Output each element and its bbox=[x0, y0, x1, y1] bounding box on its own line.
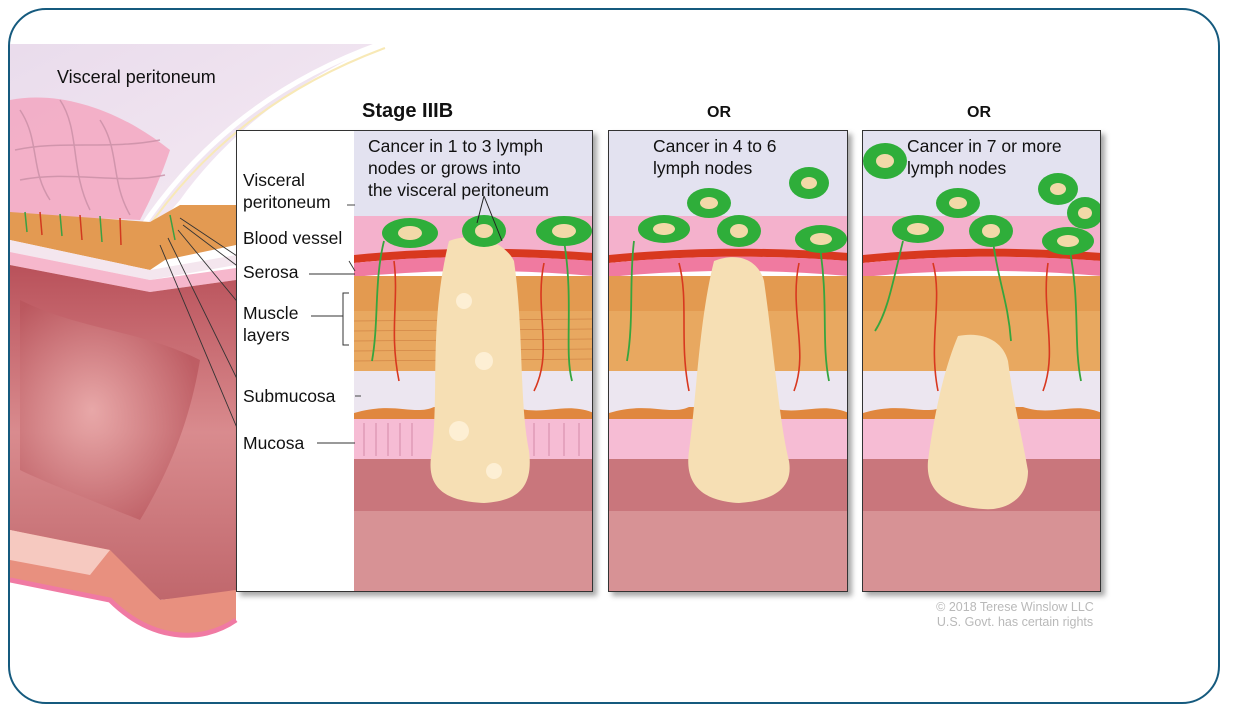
label-serosa: Serosa bbox=[243, 262, 299, 282]
panel-4-6-nodes: Cancer in 4 to 6 lymph nodes bbox=[608, 130, 848, 592]
lymph-nodes bbox=[382, 215, 592, 248]
label-line: Muscle bbox=[243, 303, 299, 323]
panel-1-caption: Cancer in 1 to 3 lymph nodes or grows in… bbox=[368, 135, 549, 201]
panel-1-caption-line: the visceral peritoneum bbox=[368, 180, 549, 200]
panel-7-or-more-nodes: Cancer in 7 or more lymph nodes bbox=[862, 130, 1101, 592]
copyright-credit: © 2018 Terese Winslow LLC U.S. Govt. has… bbox=[925, 600, 1105, 630]
panel-2-caption-line: Cancer in 4 to 6 bbox=[653, 136, 777, 156]
label-line: peritoneum bbox=[243, 192, 331, 212]
panel-3-caption-line: lymph nodes bbox=[907, 158, 1007, 178]
overview-label-visceral-peritoneum: Visceral peritoneum bbox=[57, 67, 216, 87]
label-visceral-peritoneum: Visceral peritoneum bbox=[243, 169, 331, 213]
lymph-nodes bbox=[863, 143, 1100, 255]
cross-section-illustration bbox=[309, 131, 592, 591]
credit-line-1: © 2018 Terese Winslow LLC bbox=[936, 600, 1094, 614]
label-line: Visceral bbox=[243, 170, 305, 190]
label-submucosa: Submucosa bbox=[243, 386, 336, 406]
panel-3-caption-line: Cancer in 7 or more bbox=[907, 136, 1062, 156]
label-blood-vessel: Blood vessel bbox=[243, 228, 343, 248]
panel-3-caption: Cancer in 7 or more lymph nodes bbox=[907, 135, 1062, 179]
panel-stage-iiib-1-3-nodes: Cancer in 1 to 3 lymph nodes or grows in… bbox=[236, 130, 593, 592]
panel-1-caption-line: nodes or grows into bbox=[368, 158, 521, 178]
credit-line-2: U.S. Govt. has certain rights bbox=[936, 615, 1094, 629]
panel-2-caption-line: lymph nodes bbox=[653, 158, 753, 178]
lymph-nodes bbox=[638, 167, 847, 253]
connector-or-2: OR bbox=[967, 104, 991, 121]
connector-or-1: OR bbox=[707, 104, 731, 121]
cross-section-illustration bbox=[863, 131, 1100, 591]
label-line: layers bbox=[243, 325, 290, 345]
stage-title: Stage IIIB bbox=[362, 100, 454, 122]
cross-section-illustration bbox=[609, 131, 847, 591]
label-muscle-layers: Muscle layers bbox=[243, 302, 298, 346]
label-mucosa: Mucosa bbox=[243, 433, 305, 453]
panel-2-caption: Cancer in 4 to 6 lymph nodes bbox=[653, 135, 777, 179]
panel-1-caption-line: Cancer in 1 to 3 lymph bbox=[368, 136, 544, 156]
